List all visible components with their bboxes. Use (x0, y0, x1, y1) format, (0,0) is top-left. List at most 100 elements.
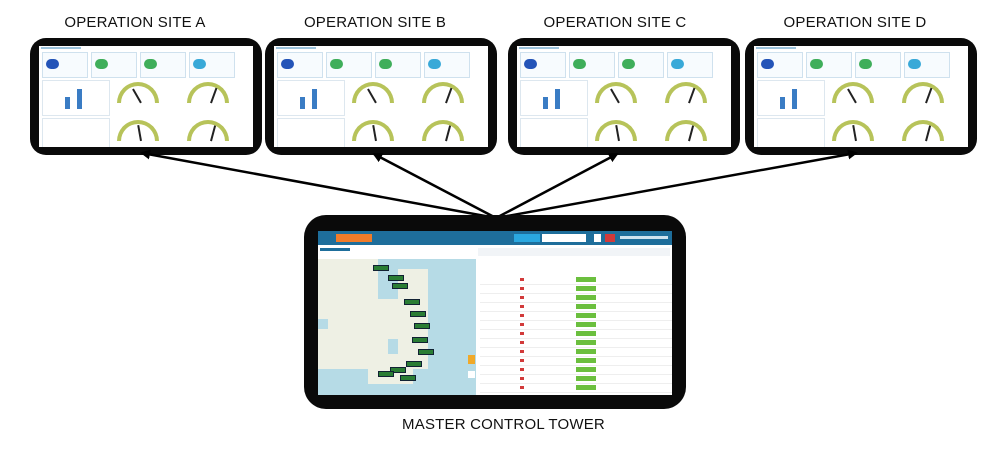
site-b-kpi-card[interactable] (424, 52, 470, 78)
chart-bar (312, 89, 317, 109)
alert-icon (520, 359, 524, 362)
table-row[interactable] (480, 320, 672, 330)
vehicle-marker[interactable] (404, 299, 420, 305)
table-row[interactable] (480, 356, 672, 366)
master-map[interactable] (318, 259, 476, 395)
site-d-kpi-card[interactable] (757, 52, 803, 78)
cloud-icon (193, 59, 206, 69)
status-badge (576, 313, 596, 318)
site-d-bar-panel (757, 80, 825, 116)
site-c-bar-panel (520, 80, 588, 116)
vehicle-marker[interactable] (414, 323, 430, 329)
master-dashboard (318, 231, 672, 395)
site-b-kpi-card[interactable] (277, 52, 323, 78)
site-b-kpi-card[interactable] (326, 52, 372, 78)
map-zoom-in-icon[interactable] (468, 371, 475, 378)
site-d-dashboard (754, 46, 968, 147)
vehicle-marker[interactable] (412, 337, 428, 343)
table-row[interactable] (480, 374, 672, 384)
cloud-icon (622, 59, 635, 69)
master-top-search-button[interactable] (514, 234, 540, 242)
site-a-kpi-card[interactable] (42, 52, 88, 78)
cloud-icon (428, 59, 441, 69)
chart-bar (555, 89, 560, 109)
site-a-kpi-card[interactable] (140, 52, 186, 78)
site-b-header (276, 47, 316, 49)
site-a-monitor (30, 38, 262, 155)
alert-icon (520, 350, 524, 353)
site-c-kpi-card[interactable] (618, 52, 664, 78)
site-d-kpi-card[interactable] (806, 52, 852, 78)
site-b-title: OPERATION SITE B (303, 14, 447, 31)
cloud-icon (810, 59, 823, 69)
alert-icon (520, 386, 524, 389)
master-alert-icon[interactable] (605, 234, 615, 242)
table-row[interactable] (480, 329, 672, 339)
site-c-kpi-card[interactable] (569, 52, 615, 78)
table-row[interactable] (480, 347, 672, 357)
site-a-kpi-card[interactable] (91, 52, 137, 78)
chart-bar (792, 89, 797, 109)
alert-icon (520, 323, 524, 326)
table-row[interactable] (480, 302, 672, 312)
site-a-kpi-card[interactable] (189, 52, 235, 78)
site-a-dashboard (39, 46, 253, 147)
alert-icon (520, 305, 524, 308)
vehicle-marker[interactable] (418, 349, 434, 355)
table-row[interactable] (480, 311, 672, 321)
site-a-header (41, 47, 81, 49)
chart-bar (543, 97, 548, 109)
master-title: MASTER CONTROL TOWER (402, 416, 605, 433)
site-b-monitor (265, 38, 497, 155)
vehicle-marker[interactable] (390, 367, 406, 373)
master-user-info (620, 236, 668, 239)
master-top-search-input[interactable] (542, 234, 586, 242)
table-row[interactable] (480, 365, 672, 375)
status-badge (576, 385, 596, 390)
site-c-dashboard (517, 46, 731, 147)
site-c-table-panel (520, 118, 588, 147)
cloud-icon (573, 59, 586, 69)
site-d-monitor (745, 38, 977, 155)
vehicle-marker[interactable] (392, 283, 408, 289)
table-row[interactable] (480, 275, 672, 285)
site-b-dashboard (274, 46, 488, 147)
status-badge (576, 340, 596, 345)
vehicle-marker[interactable] (406, 361, 422, 367)
master-top-icon[interactable] (594, 234, 601, 242)
map-streetview-icon[interactable] (468, 355, 475, 364)
status-badge (576, 322, 596, 327)
status-badge (576, 286, 596, 291)
site-b-kpi-card[interactable] (375, 52, 421, 78)
vehicle-marker[interactable] (373, 265, 389, 271)
table-row[interactable] (480, 293, 672, 303)
arrow-to-site-a (140, 149, 497, 220)
cloud-icon (144, 59, 157, 69)
table-row[interactable] (480, 338, 672, 348)
alert-icon (520, 278, 524, 281)
site-d-table-panel (757, 118, 825, 147)
site-d-kpi-card[interactable] (855, 52, 901, 78)
status-badge (576, 295, 596, 300)
table-row[interactable] (480, 284, 672, 294)
site-c-kpi-card[interactable] (520, 52, 566, 78)
site-c-kpi-card[interactable] (667, 52, 713, 78)
vehicle-marker[interactable] (388, 275, 404, 281)
alert-icon (520, 332, 524, 335)
master-orange-button[interactable] (336, 234, 372, 242)
site-d-kpi-card[interactable] (904, 52, 950, 78)
status-badge (576, 349, 596, 354)
site-c-title: OPERATION SITE C (543, 14, 687, 31)
status-badge (576, 358, 596, 363)
master-breadcrumb (320, 248, 350, 251)
vehicle-marker[interactable] (400, 375, 416, 381)
alert-icon (520, 377, 524, 380)
cloud-icon (524, 59, 537, 69)
chart-bar (780, 97, 785, 109)
vehicle-marker[interactable] (378, 371, 394, 377)
vehicle-marker[interactable] (410, 311, 426, 317)
cloud-icon (761, 59, 774, 69)
table-row[interactable] (480, 383, 672, 393)
status-badge (576, 277, 596, 282)
status-badge (576, 304, 596, 309)
